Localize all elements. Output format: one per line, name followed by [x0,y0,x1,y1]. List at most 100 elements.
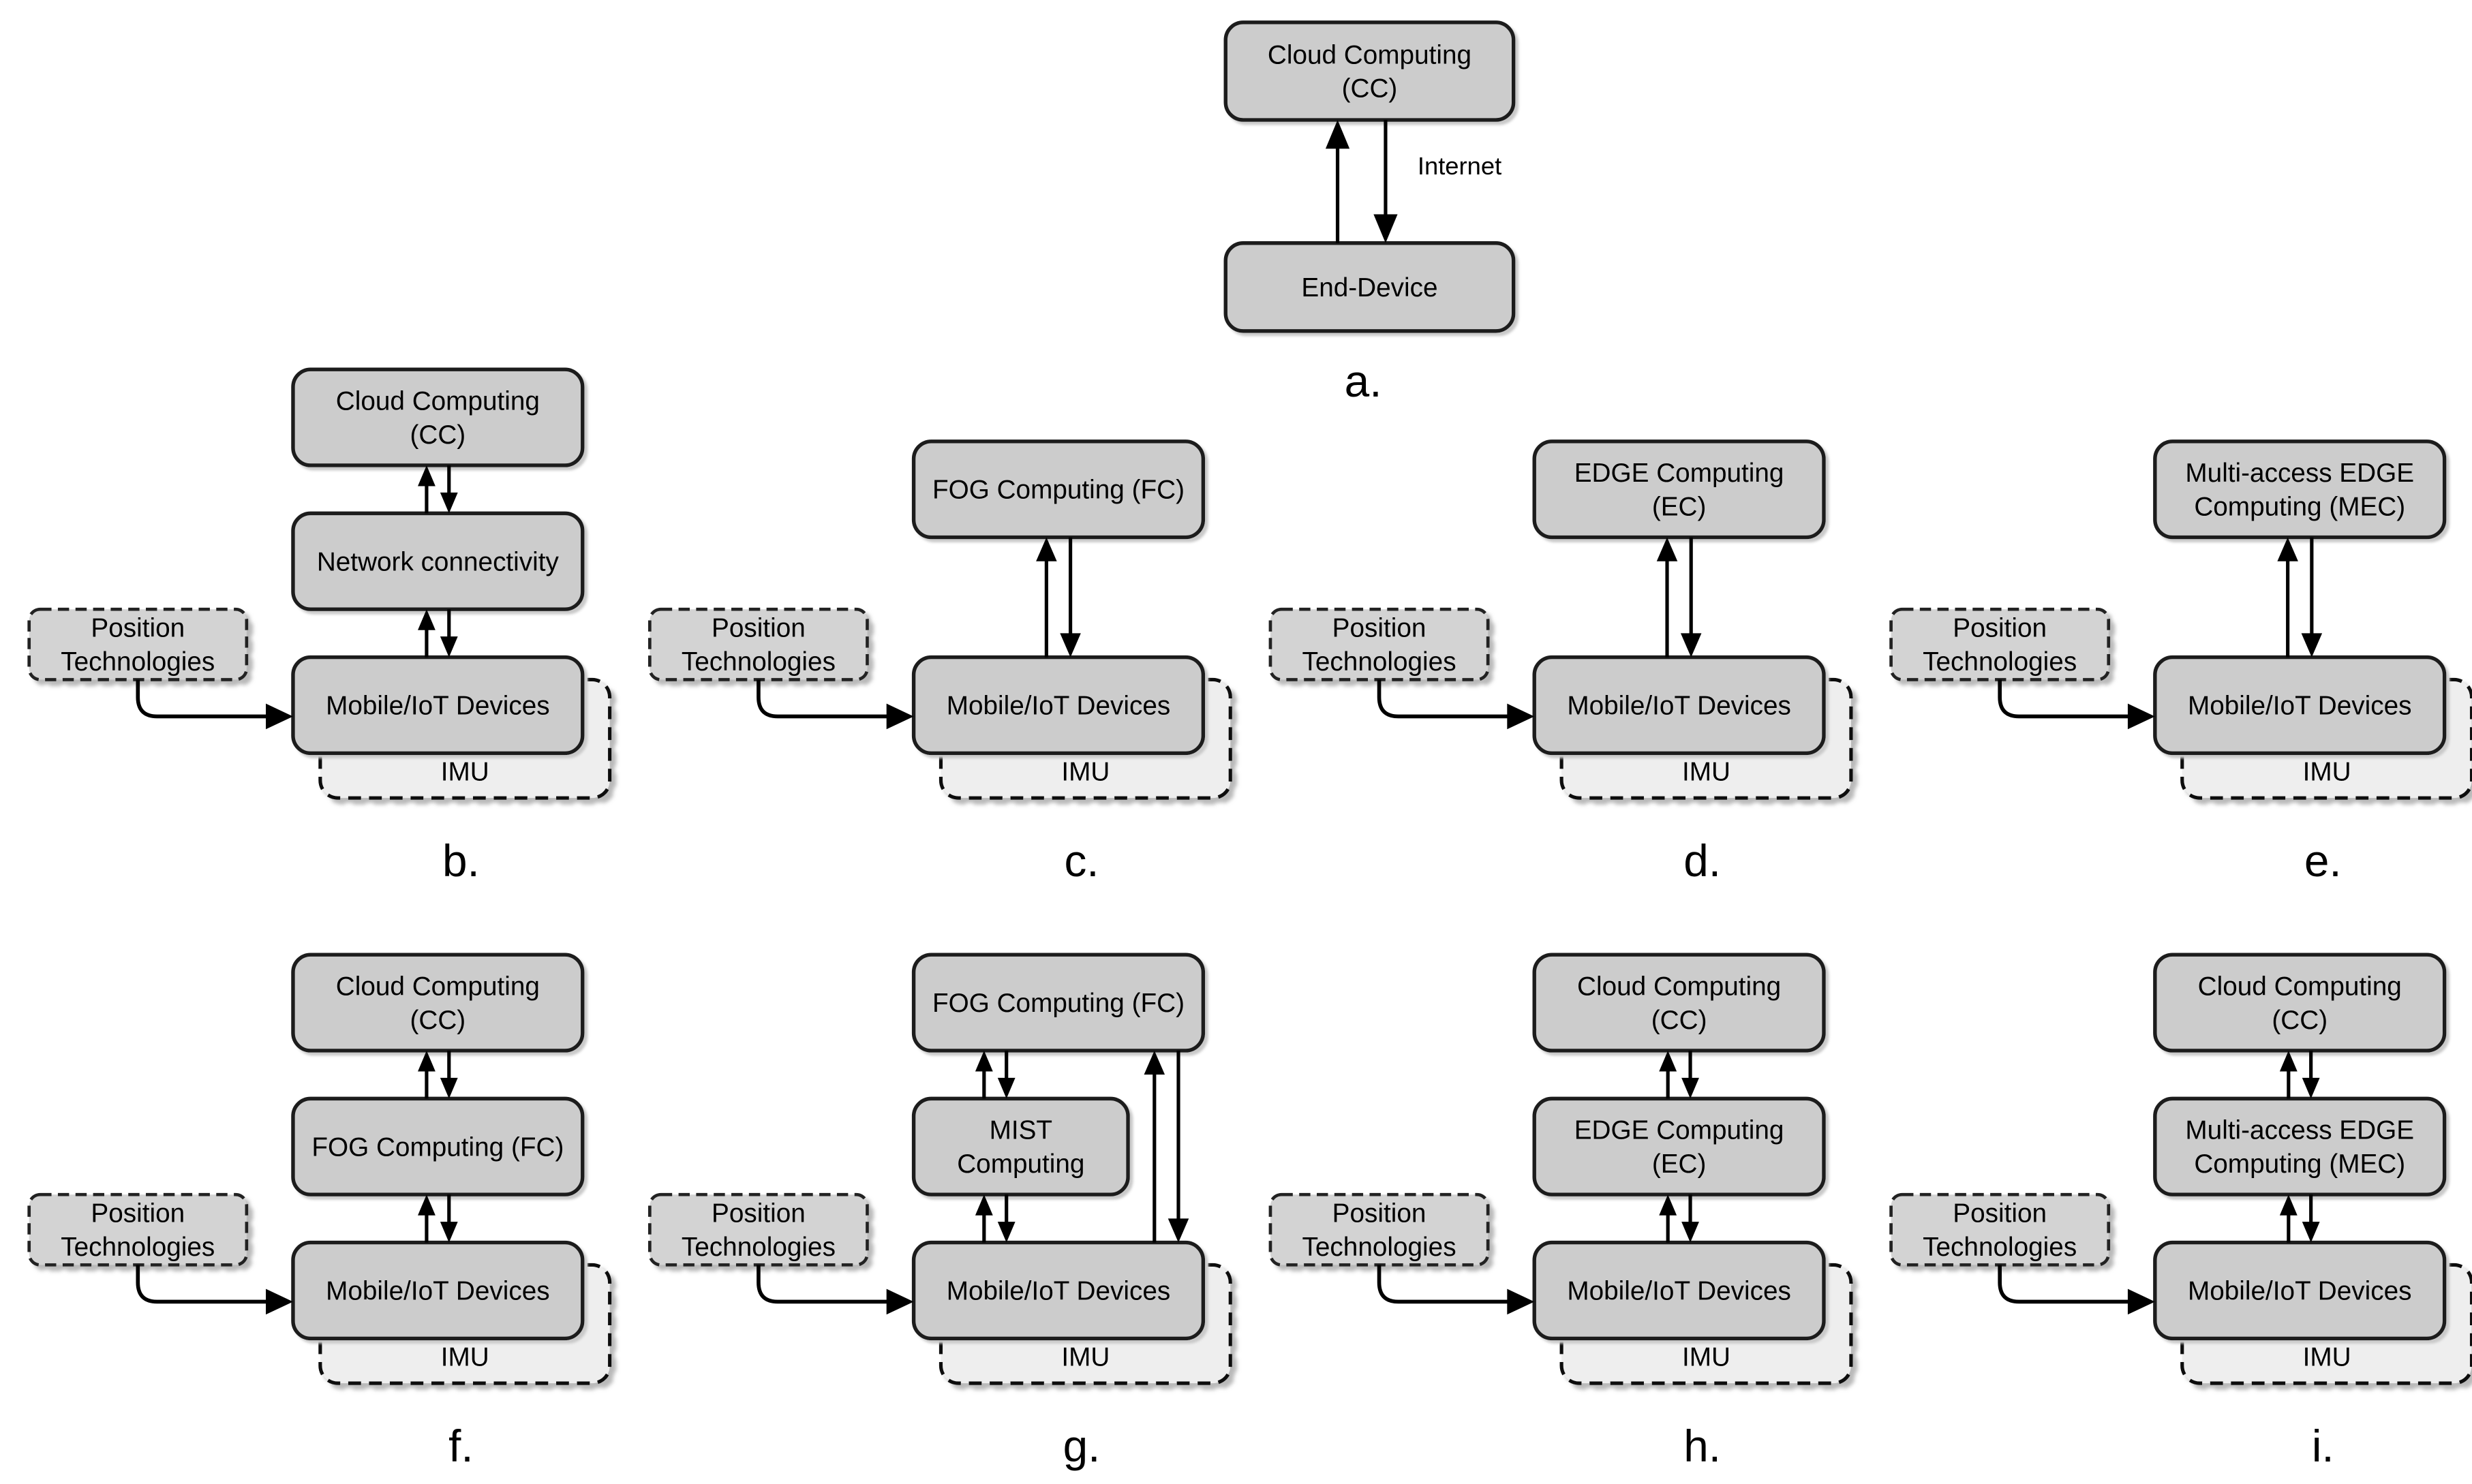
box-label: Computing (MEC) [2194,492,2405,521]
arrow-pair [418,1194,458,1243]
arrowhead-down-icon [997,1222,1016,1243]
arrow-pair [418,1050,458,1099]
arrow-pair [1144,1050,1189,1243]
arrowhead-right-icon [886,1288,914,1315]
arrowhead-right-icon [2127,1288,2155,1315]
box-label: FOG Computing (FC) [932,476,1185,505]
box-label: Multi-access EDGE [2185,459,2414,488]
box-label: IMU [1682,1342,1730,1372]
arrow-position-line [757,679,889,719]
box-label: (CC) [1651,1006,1707,1035]
box-fog-computing: FOG Computing (FC) [911,439,1206,540]
box-label: Position [1953,614,2047,643]
arrowhead-up-icon [1659,1194,1677,1216]
box-label: Mobile/IoT Devices [326,692,550,721]
box-label: (CC) [1342,74,1398,104]
arrow-pair [1325,120,1398,243]
box-label: IMU [1061,757,1110,786]
box-label: (EC) [1652,1149,1707,1179]
box-label: Computing (MEC) [2194,1149,2405,1179]
box-label: Mobile/IoT Devices [947,692,1171,721]
arrow-pair [418,609,458,658]
diagram-f: Cloud Computing(CC)FOG Computing (FC)IMU… [27,953,612,1471]
caption-c: c. [1064,836,1099,886]
arrowhead-down-icon [440,492,458,514]
caption-e: e. [2304,836,2342,886]
box-multi-access-edge-computing: Multi-access EDGE Computing (MEC) [2153,1096,2447,1196]
box-label: IMU [441,1342,489,1372]
arrowhead-right-icon [1507,1288,1535,1315]
arrowhead-down-icon [2302,1077,2320,1099]
box-label: (CC) [2272,1006,2328,1035]
box-edge-computing: EDGE Computing(EC) [1532,1096,1826,1196]
box-end-device: End-Device [1223,241,1516,333]
box-label: FOG Computing (FC) [311,1132,564,1162]
caption-i: i. [2312,1421,2334,1471]
arrowhead-up-icon [418,1194,436,1216]
arrowhead-up-icon [1144,1050,1165,1075]
box-label: Mobile/IoT Devices [1567,1277,1791,1306]
arrowhead-down-icon [2302,1222,2320,1243]
box-label: Position [91,614,185,643]
box-label: Technologies [682,1233,836,1262]
box-label: Cloud Computing [1577,972,1781,1001]
box-label: Mobile/IoT Devices [326,1277,550,1306]
arrowhead-down-icon [1680,633,1702,658]
diagram-h: Cloud Computing (CC) EDGE Computing(EC) IMU… [1268,953,1853,1471]
arrowhead-down-icon [440,1077,458,1099]
arrowhead-up-icon [2279,1050,2298,1072]
arrow-pair [1036,537,1081,658]
box-cloud-computing: Cloud Computing (CC) [2153,953,2447,1053]
box-mobile-iot-devices: Mobile/IoT Devices [1532,1240,1826,1341]
box-label: MIST [990,1116,1052,1145]
box-mist-computing: MIST Computing [911,1096,1130,1196]
box-label: Cloud Computing [2198,972,2402,1001]
box-label: Technologies [61,1233,215,1262]
arrow-position-line [1998,679,2130,719]
box-label: Multi-access EDGE [2185,1116,2414,1145]
arrowhead-right-icon [2127,703,2155,730]
arrowhead-up-icon [2277,537,2298,561]
caption-f: f. [448,1421,474,1471]
arrow-position [1377,1265,1535,1315]
box-edge-computing: EDGE Computing(EC) [1532,439,1826,540]
box-label: Technologies [61,647,215,677]
box-label: Cloud Computing [336,386,540,416]
arrowhead-right-icon [1507,703,1535,730]
box-label: Computing [957,1149,1084,1179]
arrowhead-down-icon [1681,1077,1699,1099]
box-mobile-iot-devices: Mobile/IoT Devices [291,655,585,756]
arrowhead-up-icon [1656,537,1678,561]
box-label: Mobile/IoT Devices [947,1277,1171,1306]
arrow-position-line [1377,1265,1509,1304]
arrow-position [757,679,914,730]
arrow-pair [2279,1194,2320,1243]
box-label: Mobile/IoT Devices [1567,692,1791,721]
arrow-pair [1659,1050,1699,1099]
arrowhead-up-icon [1325,120,1350,149]
arrow-position-line [136,1265,268,1304]
arrow-pair [1659,1194,1699,1243]
box-label: End-Device [1301,273,1437,303]
box-mobile-iot-devices: Mobile/IoT Devices [291,1240,585,1341]
box-mobile-iot-devices: Mobile/IoT Devices [911,655,1206,756]
box-label: Cloud Computing [336,972,540,1001]
box-label: Position [712,1199,806,1228]
diagram-g: FOG Computing (FC)MISTComputingIMUMobile… [647,953,1232,1471]
box-label: IMU [441,757,489,786]
box-label: IMU [1061,1342,1110,1372]
arrow-position-line [1998,1265,2130,1304]
box-label: Technologies [1302,647,1456,677]
arrow-position-line [757,1265,889,1304]
box-label: (CC) [410,420,466,450]
caption-d: d. [1683,836,1721,886]
arrow-position-line [1377,679,1509,719]
box-multi-access-edge-computing: Multi-access EDGE Computing (MEC) [2153,439,2447,540]
